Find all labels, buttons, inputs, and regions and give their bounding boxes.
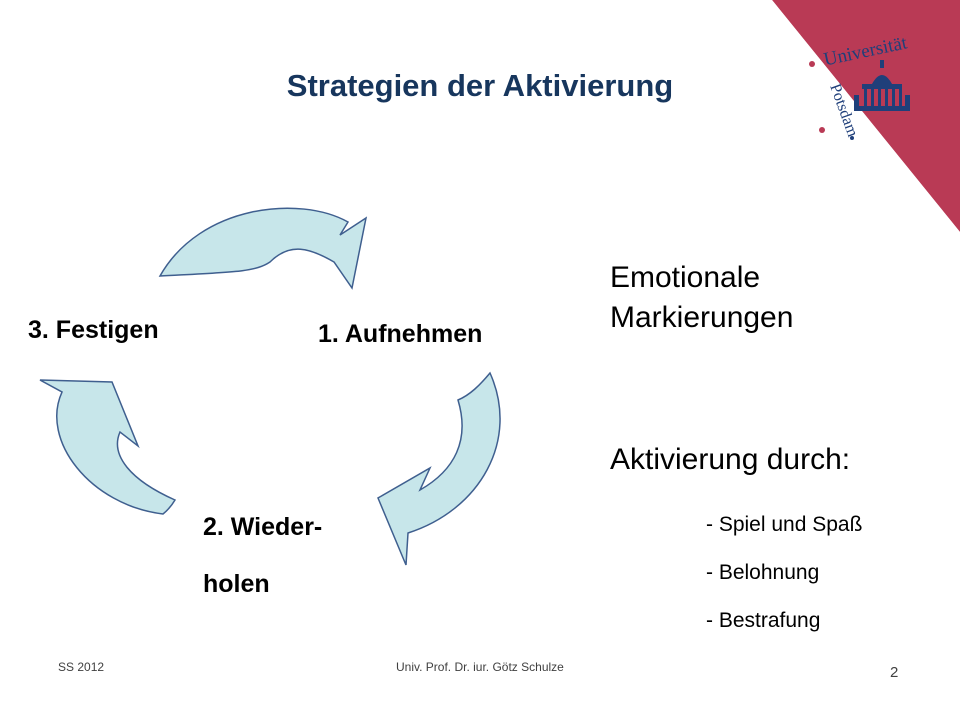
- footer-author: Univ. Prof. Dr. iur. Götz Schulze: [396, 660, 564, 674]
- heading-line-2: Markierungen: [610, 301, 794, 334]
- activation-list: - Spiel und Spaß - Belohnung - Bestrafun…: [706, 510, 862, 654]
- cycle-step-wiederholen-line1: 2. Wieder-: [203, 513, 323, 541]
- cycle-arrow-icon: [39, 379, 177, 515]
- footer-semester: SS 2012: [58, 660, 105, 674]
- emotional-markers-heading: Emotionale Markierungen: [610, 258, 793, 338]
- slide-title: Strategien der Aktivierung: [0, 68, 960, 104]
- list-item: - Spiel und Spaß: [706, 513, 863, 536]
- cycle-arrow-icon: [377, 371, 501, 566]
- corner-white-band: [740, 0, 960, 262]
- cycle-step-festigen: 3. Festigen: [28, 316, 159, 344]
- list-item: - Belohnung: [706, 561, 820, 584]
- cycle-step-wiederholen-line2: holen: [203, 570, 270, 598]
- university-seal-icon: [809, 60, 910, 140]
- cycle-arrow-icon: [158, 207, 368, 290]
- heading-line-1: Emotionale: [610, 261, 761, 294]
- activation-heading: Aktivierung durch:: [610, 443, 851, 476]
- cycle-step-aufnehmen: 1. Aufnehmen: [318, 320, 483, 348]
- page-number: 2: [890, 664, 899, 681]
- list-item: - Bestrafung: [706, 609, 821, 632]
- slide-title-text: Strategien der Aktivierung: [286, 68, 674, 103]
